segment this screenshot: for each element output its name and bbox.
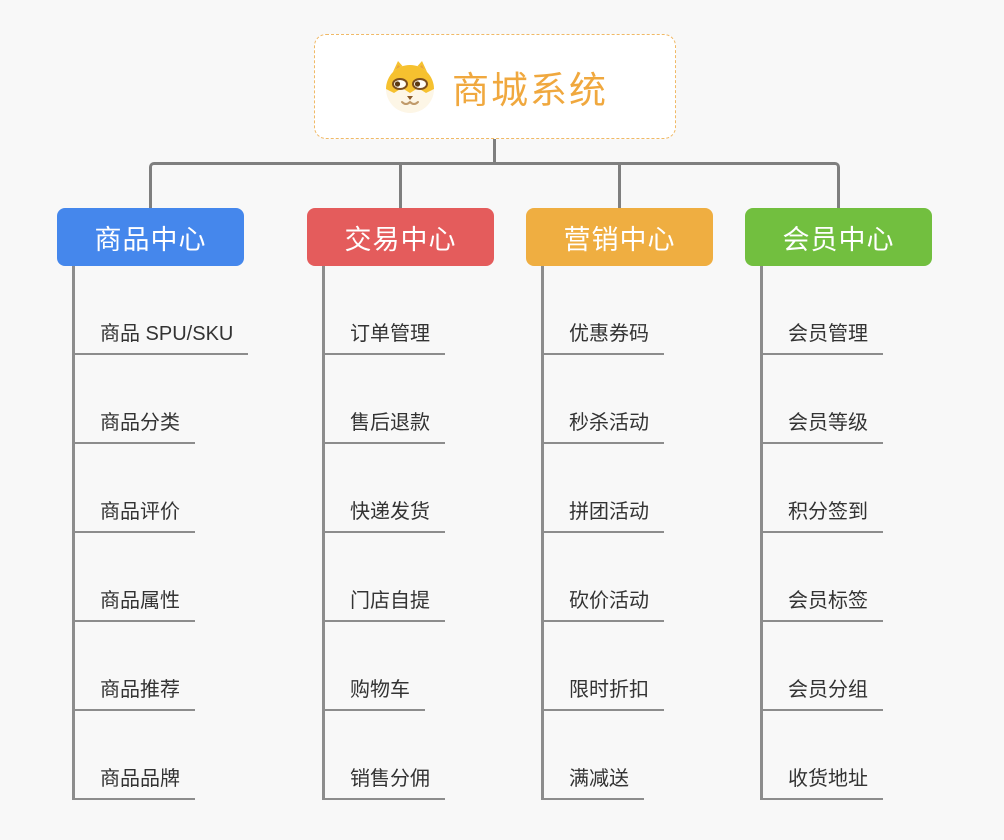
root-title: 商城系统 bbox=[452, 69, 608, 111]
leaf-node[interactable]: 商品属性 bbox=[72, 533, 195, 622]
leaf-node[interactable]: 商品评价 bbox=[72, 444, 195, 533]
leaf-node[interactable]: 会员标签 bbox=[760, 533, 883, 622]
leaf-node[interactable]: 会员分组 bbox=[760, 622, 883, 711]
leaf-node[interactable]: 积分签到 bbox=[760, 444, 883, 533]
branch-member-center: 会员中心 会员管理 会员等级 积分签到 会员标签 会员分组 收货地址 bbox=[745, 208, 932, 800]
leaf-node[interactable]: 会员等级 bbox=[760, 355, 883, 444]
dog-face-icon bbox=[386, 60, 434, 113]
leaf-node[interactable]: 砍价活动 bbox=[541, 533, 664, 622]
leaf-node[interactable]: 秒杀活动 bbox=[541, 355, 664, 444]
branch-product-center: 商品中心 商品 SPU/SKU 商品分类 商品评价 商品属性 商品推荐 商品品牌 bbox=[57, 208, 249, 800]
leaf-node[interactable]: 售后退款 bbox=[322, 355, 445, 444]
branch-marketing-center: 营销中心 优惠券码 秒杀活动 拼团活动 砍价活动 限时折扣 满减送 bbox=[526, 208, 713, 800]
leaf-node[interactable]: 优惠券码 bbox=[541, 266, 664, 355]
leaf-node[interactable]: 快递发货 bbox=[322, 444, 445, 533]
root-node[interactable]: 商城系统 bbox=[314, 34, 676, 139]
branch-header-marketing[interactable]: 营销中心 bbox=[526, 208, 713, 266]
leaf-node[interactable]: 购物车 bbox=[322, 622, 425, 711]
branch-header-member[interactable]: 会员中心 bbox=[745, 208, 932, 266]
leaf-node[interactable]: 拼团活动 bbox=[541, 444, 664, 533]
connector-bus-right bbox=[495, 162, 840, 208]
leaf-node[interactable]: 商品推荐 bbox=[72, 622, 195, 711]
leaf-node[interactable]: 商品品牌 bbox=[72, 711, 195, 800]
connector-bus-left bbox=[149, 162, 495, 208]
leaf-node[interactable]: 销售分佣 bbox=[322, 711, 445, 800]
branch-trade-center: 交易中心 订单管理 售后退款 快递发货 门店自提 购物车 销售分佣 bbox=[307, 208, 494, 800]
leaf-node[interactable]: 商品 SPU/SKU bbox=[72, 266, 249, 355]
leaf-node[interactable]: 订单管理 bbox=[322, 266, 445, 355]
leaf-node[interactable]: 限时折扣 bbox=[541, 622, 664, 711]
connector-drop-marketing bbox=[618, 165, 621, 208]
leaf-node[interactable]: 门店自提 bbox=[322, 533, 445, 622]
connector-root-stub bbox=[493, 139, 496, 165]
branch-trunk-line bbox=[322, 266, 325, 800]
leaf-node[interactable]: 满减送 bbox=[541, 711, 644, 800]
connector-drop-trade bbox=[399, 165, 402, 208]
branch-trunk-line bbox=[760, 266, 763, 800]
branch-header-product[interactable]: 商品中心 bbox=[57, 208, 244, 266]
leaf-node[interactable]: 收货地址 bbox=[760, 711, 883, 800]
leaf-node[interactable]: 商品分类 bbox=[72, 355, 195, 444]
branch-trunk-line bbox=[72, 266, 75, 800]
branch-header-trade[interactable]: 交易中心 bbox=[307, 208, 494, 266]
branch-trunk-line bbox=[541, 266, 544, 800]
leaf-node[interactable]: 会员管理 bbox=[760, 266, 883, 355]
